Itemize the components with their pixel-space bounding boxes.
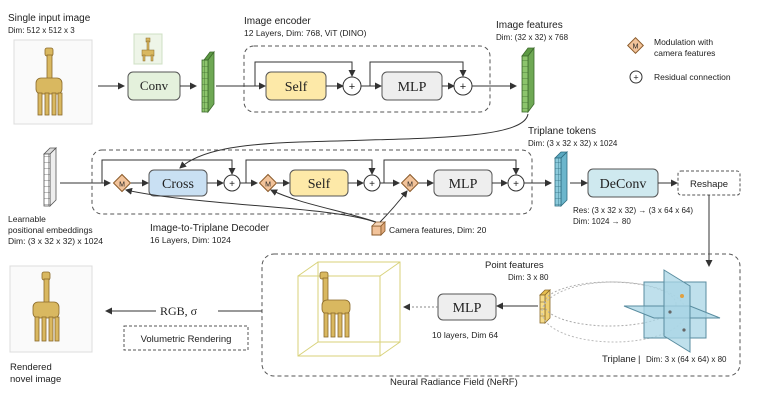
input-section: Single input image Dim: 512 x 512 x 3 <box>8 13 93 125</box>
nerf-mlp-block: MLP <box>437 293 497 321</box>
svg-text:+: + <box>513 179 519 190</box>
camera-to-mod3 <box>379 190 408 223</box>
output-line2: novel image <box>10 374 61 385</box>
svg-text:M: M <box>633 44 639 51</box>
rgb-label: RGB, σ <box>160 304 198 318</box>
residual-legend-icon: + <box>629 70 643 84</box>
positional-line1: Learnable <box>8 214 46 224</box>
patch-tokens <box>201 50 215 114</box>
svg-text:+: + <box>369 179 375 190</box>
nerf-volume <box>297 261 401 357</box>
encoder-plus-2: + <box>453 76 473 96</box>
nerf-caption: Neural Radiance Field (NeRF) <box>390 377 518 388</box>
input-dim: Dim: 512 x 512 x 3 <box>8 26 75 35</box>
encoder-residual-1 <box>254 61 356 86</box>
positional-dim: Dim: (3 x 32 x 32) x 1024 <box>8 236 103 246</box>
legend-residual-label: Residual connection <box>654 72 731 82</box>
decoder-subtitle: 16 Layers, Dim: 1024 <box>150 235 231 245</box>
encoder-plus-1: + <box>342 76 362 96</box>
deconv-label: DeConv <box>600 177 647 192</box>
triplane-separator: | <box>638 354 640 365</box>
encoder-title: Image encoder <box>244 16 311 27</box>
thumbnail-image <box>133 33 163 65</box>
encoder-residual-2 <box>369 61 467 86</box>
modulation-3: M <box>400 173 420 193</box>
input-image <box>13 39 93 125</box>
positional-embeddings <box>43 147 57 207</box>
camera-to-mod2 <box>270 189 377 223</box>
encoder-container <box>243 45 491 113</box>
image-features-title: Image features <box>496 20 563 31</box>
point-features-title: Point features <box>485 260 544 271</box>
encoder-self-block: Self <box>265 71 327 101</box>
svg-text:+: + <box>633 73 638 83</box>
decoder-mlp-block: MLP <box>433 169 493 197</box>
decoder-plus-1: + <box>223 174 241 192</box>
nerf-mlp-label: MLP <box>453 301 482 316</box>
decoder-residual-3 <box>383 159 520 183</box>
conv-block: Conv <box>127 71 181 101</box>
deconv-res: Res: (3 x 32 x 32) → (3 x 64 x 64) <box>573 206 693 215</box>
legend-modulation-line1: Modulation with <box>654 37 713 47</box>
output-giraffe <box>32 271 60 342</box>
svg-text:+: + <box>349 81 355 93</box>
camera-to-mod1 <box>125 187 376 223</box>
output-image <box>9 265 93 353</box>
svg-text:+: + <box>460 81 466 93</box>
nerf-giraffe <box>319 271 351 338</box>
camera-features-label: Camera features, Dim: 20 <box>389 225 487 235</box>
point-features-dim: Dim: 3 x 80 <box>508 273 549 282</box>
triplane-tokens-dim: Dim: (3 x 32 x 32) x 1024 <box>528 139 618 148</box>
triplane-dim: Dim: 3 x (64 x 64) x 80 <box>646 355 727 364</box>
triplane-tokens-title: Triplane tokens <box>528 126 596 137</box>
triplane-figure <box>623 269 721 353</box>
point-features-stack <box>539 289 551 324</box>
encoder-mlp-label: MLP <box>398 80 427 95</box>
encoder-mlp-block: MLP <box>381 71 443 101</box>
volumetric-label: Volumetric Rendering <box>141 334 232 345</box>
reshape-block: Reshape <box>677 170 741 196</box>
decoder-self-label: Self <box>308 177 331 192</box>
legend: M Modulation with camera features + Resi… <box>627 37 731 84</box>
arrow-features-cross <box>179 113 529 169</box>
deconv-block: DeConv <box>587 168 659 198</box>
triplane-label: Triplane <box>602 354 636 365</box>
encoder-self-label: Self <box>285 80 308 95</box>
modulation-legend-icon: M <box>627 37 644 54</box>
output-line1: Rendered <box>10 362 52 373</box>
decoder-plus-3: + <box>507 174 525 192</box>
decoder-cross-block: Cross <box>148 169 208 197</box>
decoder-title: Image-to-Triplane Decoder <box>150 223 270 234</box>
positional-line2: positional embeddings <box>8 225 93 235</box>
input-title: Single input image <box>8 13 91 24</box>
decoder-container <box>91 149 533 215</box>
decoder-cross-label: Cross <box>162 177 194 192</box>
camera-features-cube <box>371 221 386 236</box>
decoder-residual-2 <box>245 159 376 183</box>
reshape-label: Reshape <box>690 179 728 190</box>
giraffe-figure <box>35 47 63 116</box>
encoder-subtitle: 12 Layers, Dim: 768, ViT (DINO) <box>244 28 367 38</box>
legend-modulation-line2: camera features <box>654 48 715 58</box>
conv-label: Conv <box>140 78 169 93</box>
decoder-residual-1 <box>101 159 236 183</box>
svg-text:M: M <box>119 182 125 189</box>
decoder-self-block: Self <box>289 169 349 197</box>
nerf-mlp-layers: 10 layers, Dim 64 <box>432 330 498 340</box>
decoder-plus-2: + <box>363 174 381 192</box>
triplane-tokens-stack <box>554 151 568 207</box>
deconv-dim: Dim: 1024 → 80 <box>573 217 631 226</box>
image-features-dim: Dim: (32 x 32) x 768 <box>496 33 569 42</box>
modulation-1: M <box>112 173 132 193</box>
svg-text:M: M <box>407 182 413 189</box>
decoder-mlp-label: MLP <box>449 177 478 192</box>
modulation-2: M <box>258 173 278 193</box>
svg-text:M: M <box>265 182 271 189</box>
nerf-container <box>261 253 741 377</box>
volumetric-rendering-box: Volumetric Rendering <box>123 325 249 351</box>
image-features-tokens <box>521 46 535 114</box>
svg-text:+: + <box>229 179 235 190</box>
